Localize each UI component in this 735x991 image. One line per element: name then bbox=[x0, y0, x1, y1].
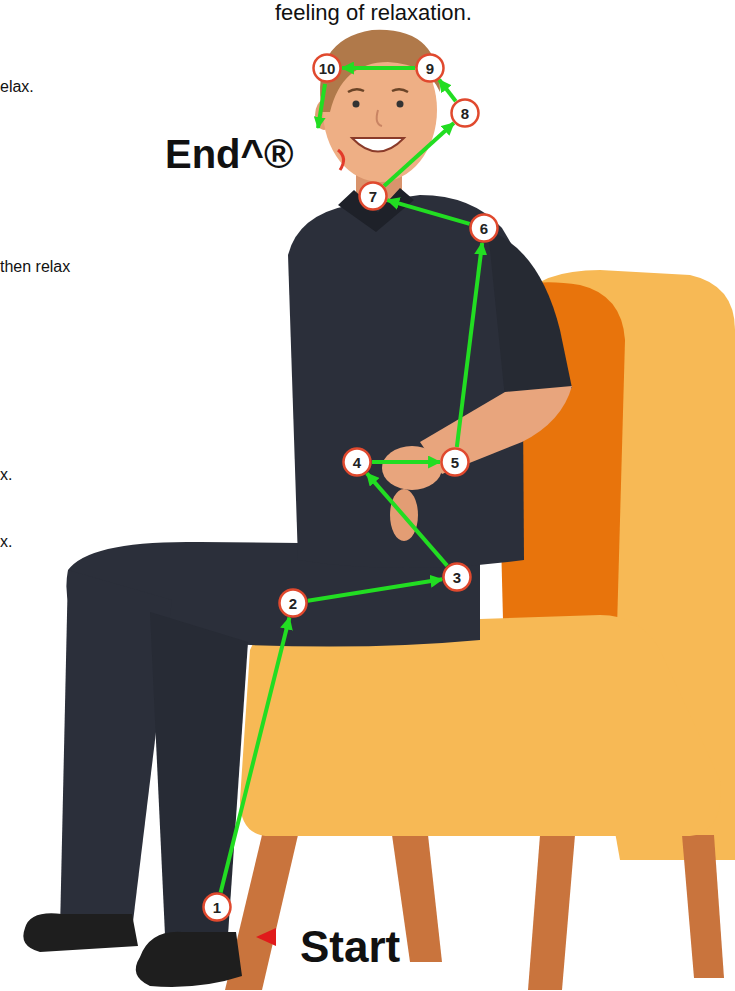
nose bbox=[377, 110, 382, 126]
start-marker bbox=[256, 928, 276, 946]
eye bbox=[397, 101, 404, 108]
step-number: 3 bbox=[442, 562, 472, 592]
instruction-fragment: x. bbox=[0, 533, 12, 551]
step-number: 1 bbox=[202, 892, 232, 922]
chair-leg bbox=[528, 835, 575, 990]
step-number: 6 bbox=[469, 213, 499, 243]
step-circle: 3 bbox=[442, 562, 472, 592]
step-circle: 1 bbox=[202, 892, 232, 922]
step-circle: 5 bbox=[440, 447, 470, 477]
flow-arrow bbox=[387, 200, 469, 224]
chair-seat bbox=[240, 615, 721, 836]
step-circle: 6 bbox=[469, 213, 499, 243]
instruction-fragment: x. bbox=[0, 466, 12, 484]
torso bbox=[288, 195, 524, 568]
step-circle: 10 bbox=[312, 53, 342, 83]
flow-arrow bbox=[372, 460, 440, 464]
step-number: 7 bbox=[358, 181, 388, 211]
step-number: 2 bbox=[278, 588, 308, 618]
flow-arrow bbox=[384, 123, 454, 186]
flow-arrow bbox=[457, 243, 482, 447]
step-marker-label: Start bbox=[300, 922, 400, 972]
chair-leg bbox=[682, 835, 724, 978]
flow-arrow bbox=[308, 579, 442, 600]
eye bbox=[353, 101, 360, 108]
instruction-fragment: feeling of relaxation. bbox=[275, 0, 472, 26]
step-circle: 2 bbox=[278, 588, 308, 618]
step-circle: 9 bbox=[415, 53, 445, 83]
step-marker-label: End^® bbox=[165, 132, 293, 177]
flow-arrow bbox=[221, 618, 290, 893]
step-number: 10 bbox=[312, 53, 342, 83]
flow-arrow bbox=[342, 66, 415, 70]
mouth bbox=[352, 138, 404, 152]
step-circle: 7 bbox=[358, 181, 388, 211]
step-number: 9 bbox=[415, 53, 445, 83]
step-number: 4 bbox=[342, 447, 372, 477]
eyebrow bbox=[348, 89, 408, 92]
step-circle: 8 bbox=[450, 98, 480, 128]
instruction-fragment: then relax bbox=[0, 258, 70, 276]
ear-edge bbox=[338, 150, 344, 170]
sleeve bbox=[488, 230, 572, 398]
flow-arrow bbox=[367, 473, 447, 565]
step-number: 5 bbox=[440, 447, 470, 477]
instruction-fragment: elax. bbox=[0, 78, 34, 96]
flow-arrow bbox=[439, 80, 456, 101]
hand bbox=[382, 446, 442, 490]
shoe bbox=[136, 932, 242, 987]
step-number: 8 bbox=[450, 98, 480, 128]
step-circle: 4 bbox=[342, 447, 372, 477]
end-arrow bbox=[318, 84, 325, 128]
shoe bbox=[23, 913, 138, 952]
shin bbox=[150, 612, 248, 935]
